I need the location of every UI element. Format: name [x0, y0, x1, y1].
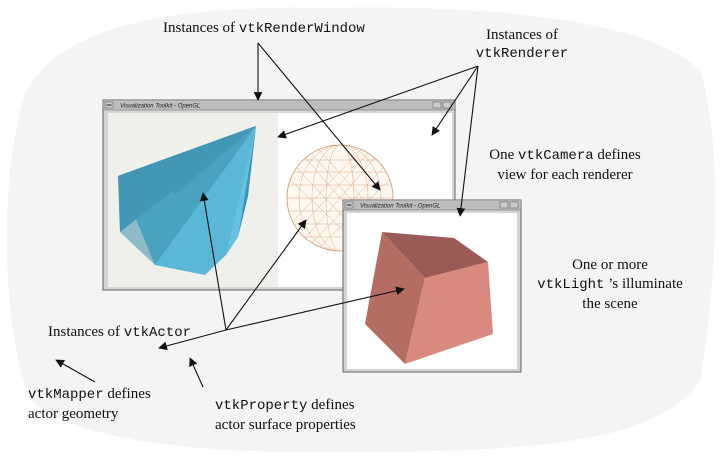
minimize-button[interactable] [499, 201, 509, 209]
class-name: vtkLight [537, 277, 605, 293]
arrow-property-to-actor [189, 357, 204, 388]
cube-actor [365, 232, 493, 364]
label-text: Instances of [485, 27, 559, 43]
window-title: Visualization Toolkit - OpenGL [120, 104, 200, 110]
cone-actor [118, 126, 256, 275]
label-text: ’s illuminate [604, 276, 683, 292]
label-text: Instances of [48, 324, 124, 340]
class-name: vtkRenderWindow [238, 21, 365, 37]
label-actor: Instances of vtkActor [48, 323, 191, 343]
arrow-actor-to-cube [225, 286, 405, 331]
label-text: view for each renderer [497, 167, 633, 183]
label-text: defines [593, 147, 641, 163]
annotation-arrows [55, 42, 479, 388]
label-text: One or more [572, 257, 648, 273]
label-light: One or more vtkLight ’s illuminate the s… [520, 256, 700, 314]
minimize-button[interactable] [432, 101, 442, 109]
label-text: Instances of [163, 20, 239, 36]
label-text: the scene [582, 296, 638, 312]
maximize-button[interactable] [509, 201, 519, 209]
class-name: vtkCamera [518, 148, 594, 164]
label-render-window: Instances of vtkRenderWindow [163, 19, 365, 39]
class-name: vtkRenderer [475, 46, 569, 62]
label-camera: One vtkCamera defines view for each rend… [470, 146, 660, 185]
arrow-renderwindow-to-window-2 [257, 42, 381, 191]
arrow-renderer-to-window-2-viewport [456, 65, 479, 217]
label-renderer: Instances of vtkRenderer [452, 26, 592, 64]
label-text: defines [103, 386, 151, 402]
class-name: vtkActor [123, 325, 192, 341]
label-property: vtkProperty defines actor surface proper… [215, 396, 356, 435]
window-title: Visualization Toolkit - OpenGL [360, 204, 440, 210]
arrow-actor-to-cone [199, 192, 227, 331]
label-mapper: vtkMapper defines actor geometry [28, 385, 151, 424]
arrow-renderer-to-left-viewport [277, 65, 479, 139]
label-text: actor geometry [28, 406, 119, 422]
arrow-renderer-to-right-viewport [431, 65, 479, 136]
class-name: vtkMapper [28, 387, 104, 403]
class-name: vtkProperty [215, 398, 308, 414]
label-text: One [489, 147, 519, 163]
label-text: defines [307, 397, 355, 413]
arrow-actor-label-to-actor [158, 329, 227, 351]
label-text: actor surface properties [215, 417, 356, 433]
maximize-button[interactable] [442, 101, 452, 109]
arrow-actor-to-sphere [225, 219, 307, 331]
arrow-mapper-to-actor [55, 359, 96, 383]
